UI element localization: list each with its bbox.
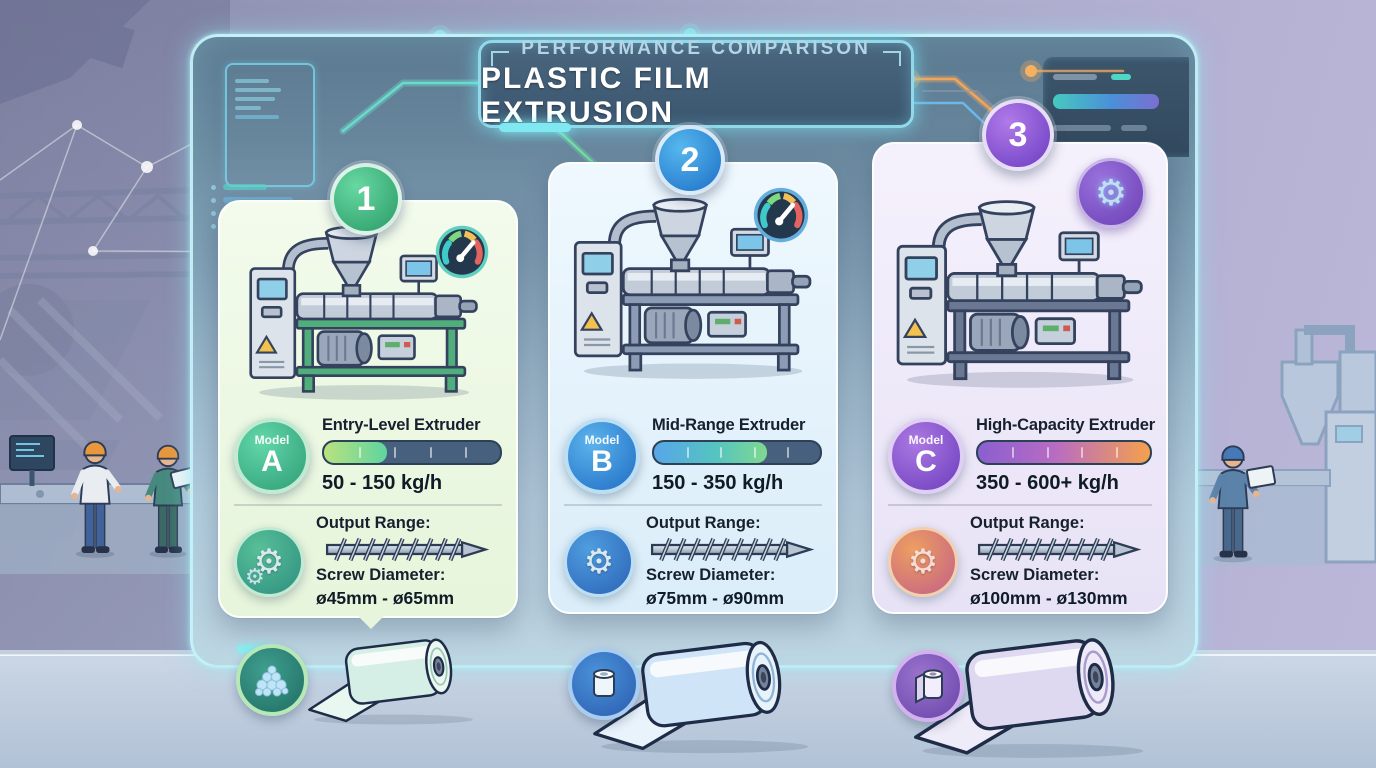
gear-icon: ⚙ xyxy=(564,526,634,597)
divider xyxy=(234,504,502,506)
output-range-value: 150 - 350 kg/h xyxy=(652,472,784,494)
model-badge-c: Model C xyxy=(888,417,964,494)
banner-kicker: PERFORMANCE COMPARISON xyxy=(521,38,871,59)
output-range-value: 50 - 150 kg/h xyxy=(322,472,443,494)
screw-diameter-label: Screw Diameter: xyxy=(970,566,1100,584)
output-gauge-bar xyxy=(322,440,502,465)
output-range-label: Output Range: xyxy=(646,514,761,532)
screw-diameter-value: ø100mm - ø130mm xyxy=(970,588,1128,608)
film-roll-icon-b xyxy=(568,648,640,720)
gauge-fill xyxy=(654,442,767,463)
screw-diameter-label: Screw Diameter: xyxy=(316,566,446,584)
film-roll-icon-c xyxy=(892,650,964,722)
gauge-fill xyxy=(324,442,388,463)
card-title: Entry-Level Extruder xyxy=(322,416,481,434)
speedometer-icon xyxy=(434,224,490,280)
gear-icon: ⚙ xyxy=(888,526,958,597)
model-badge-b: Model B xyxy=(564,417,640,494)
model-letter: C xyxy=(915,445,937,478)
card-model-a: Model A Entry-Level Extruder 50 - 150 kg… xyxy=(218,200,518,629)
film-roll-a xyxy=(298,612,482,728)
screw-diameter-value: ø45mm - ø65mm xyxy=(316,588,455,608)
title-banner: PERFORMANCE COMPARISON PLASTIC FILM EXTR… xyxy=(478,38,914,132)
divider xyxy=(564,504,822,506)
model-badge-a: Model A xyxy=(234,417,310,494)
output-range-label: Output Range: xyxy=(316,514,431,532)
model-word: Model xyxy=(254,433,290,447)
card-model-c: ⚙ Model C High-Capacity Extruder 350 - 6… xyxy=(872,142,1168,614)
screw-icon xyxy=(970,536,1152,563)
card-title: Mid-Range Extruder xyxy=(652,416,806,434)
number-badge-1: 1 xyxy=(330,163,402,235)
screw-diameter-label: Screw Diameter: xyxy=(646,566,776,584)
work-sheet xyxy=(1245,465,1277,489)
divider xyxy=(888,504,1152,506)
gears-icon: ⚙ ⚙ xyxy=(234,526,304,597)
speedometer-icon xyxy=(752,186,810,244)
card-model-b: Model B Mid-Range Extruder 150 - 350 kg/… xyxy=(548,162,838,614)
model-word: Model xyxy=(584,433,620,447)
code-block-decor xyxy=(225,63,315,187)
card-title: High-Capacity Extruder xyxy=(976,416,1155,434)
pellets-icon xyxy=(236,644,308,716)
model-letter: B xyxy=(591,445,613,478)
screw-diameter-value: ø75mm - ø90mm xyxy=(646,588,785,608)
right-machine xyxy=(1189,325,1376,566)
output-range-value: 350 - 600+ kg/h xyxy=(976,472,1119,494)
gear-icon: ⚙ xyxy=(1076,158,1146,228)
number-badge-3: 3 xyxy=(982,99,1054,171)
output-gauge-bar xyxy=(976,440,1152,465)
banner-underglow xyxy=(499,123,571,132)
number-badge-2: 2 xyxy=(655,125,725,195)
screw-icon xyxy=(316,536,502,563)
dashboard-decor xyxy=(1043,57,1189,157)
screw-icon xyxy=(646,536,822,563)
model-letter: A xyxy=(261,445,283,478)
gauge-fill xyxy=(978,442,1150,463)
output-gauge-bar xyxy=(652,440,822,465)
output-range-label: Output Range: xyxy=(970,514,1085,532)
model-word: Model xyxy=(908,433,944,447)
banner-title: PLASTIC FILM EXTRUSION xyxy=(481,62,712,129)
